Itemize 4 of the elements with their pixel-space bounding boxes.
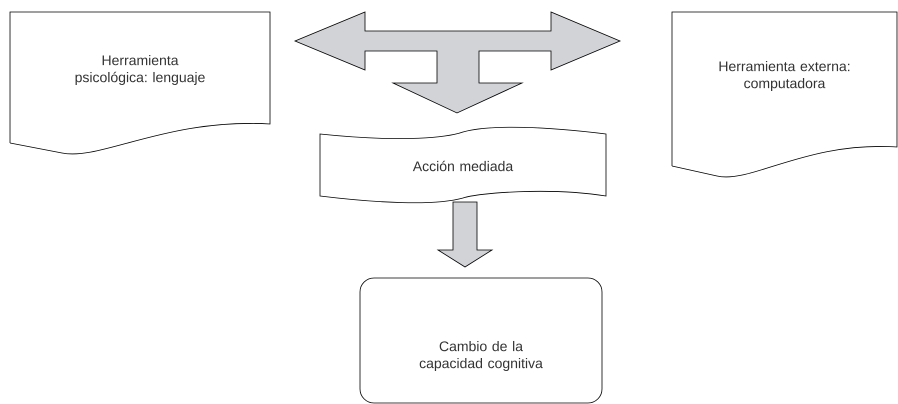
block-arrow (436, 202, 494, 268)
rounded-box: Cambio de la capacidad cognitiva (360, 278, 602, 404)
document-shape: Herramienta externa: computadora (672, 12, 898, 178)
document-shape: Herramienta psicológica: lenguaje (10, 12, 270, 154)
